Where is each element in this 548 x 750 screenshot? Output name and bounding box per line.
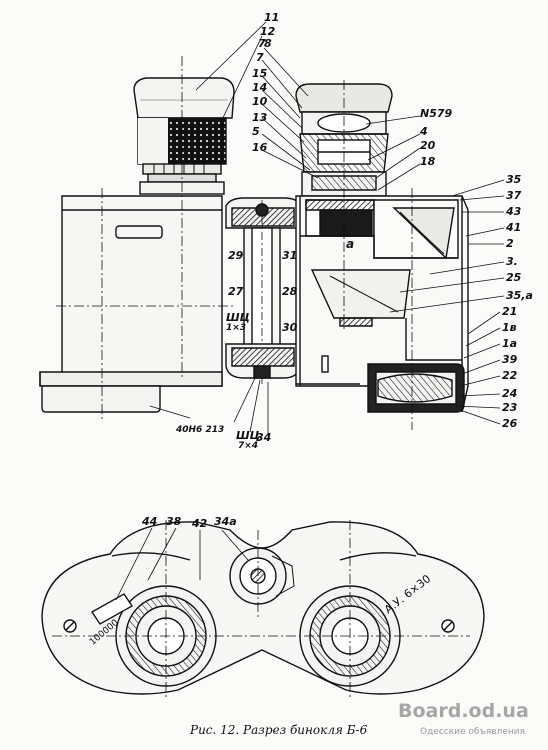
label-22: 22	[502, 369, 518, 382]
label-34: 34	[256, 431, 272, 444]
label-16: 16	[252, 141, 268, 154]
label-31: 31	[282, 249, 298, 262]
label-23: 23	[502, 401, 518, 414]
label-21: 21	[502, 305, 518, 318]
label-12: 12	[260, 25, 276, 38]
label-8: 8	[264, 37, 272, 50]
label-shch-2: ШЦ	[236, 429, 260, 442]
label-7a: 7	[258, 37, 266, 50]
label-20: 20	[420, 139, 436, 152]
label-42: 42	[192, 517, 208, 530]
label-18: 18	[420, 155, 436, 168]
label-35: 35	[506, 173, 522, 186]
label-39: 39	[502, 353, 518, 366]
label-35a: 35,a	[506, 289, 533, 302]
label-5: 5	[252, 125, 260, 138]
label-11: 11	[264, 11, 280, 24]
label-a: а	[346, 237, 355, 251]
label-4: 4	[420, 125, 428, 138]
label-44: 44	[142, 515, 158, 528]
label-38: 38	[166, 515, 182, 528]
label-28: 28	[282, 285, 298, 298]
label-7x4: 7×4	[238, 441, 259, 451]
label-27: 27	[228, 285, 244, 298]
label-10: 10	[252, 95, 268, 108]
watermark-tagline: Одесские объявления	[420, 727, 525, 737]
label-14: 14	[252, 81, 268, 94]
label-26: 26	[502, 417, 518, 430]
figure-caption: Рис. 12. Разрез бинокля Б-6	[190, 723, 368, 737]
label-29: 29	[228, 249, 244, 262]
label-3: 3.	[506, 255, 518, 268]
label-41: 41	[506, 221, 522, 234]
label-15: 15	[252, 67, 268, 80]
label-24: 24	[502, 387, 518, 400]
label-7b: 7	[256, 51, 264, 64]
label-N579: N579	[420, 107, 453, 120]
label-1b: 1в	[502, 321, 517, 334]
label-34a: 34а	[214, 515, 237, 528]
left-body	[61, 195, 223, 387]
label-37: 37	[506, 189, 522, 202]
label-2: 2	[506, 237, 514, 250]
label-43: 43	[506, 205, 522, 218]
label-13: 13	[252, 111, 268, 124]
left-eyecup	[133, 77, 235, 119]
label-40N6-213: 40Н6 213	[176, 425, 225, 435]
label-25: 25	[506, 271, 522, 284]
label-shch-1: ШЦ	[226, 311, 250, 324]
watermark-site: Board.od.ua	[398, 700, 529, 722]
label-1x3: 1×3	[226, 323, 247, 333]
label-1a: 1а	[502, 337, 518, 350]
label-30: 30	[282, 321, 298, 334]
